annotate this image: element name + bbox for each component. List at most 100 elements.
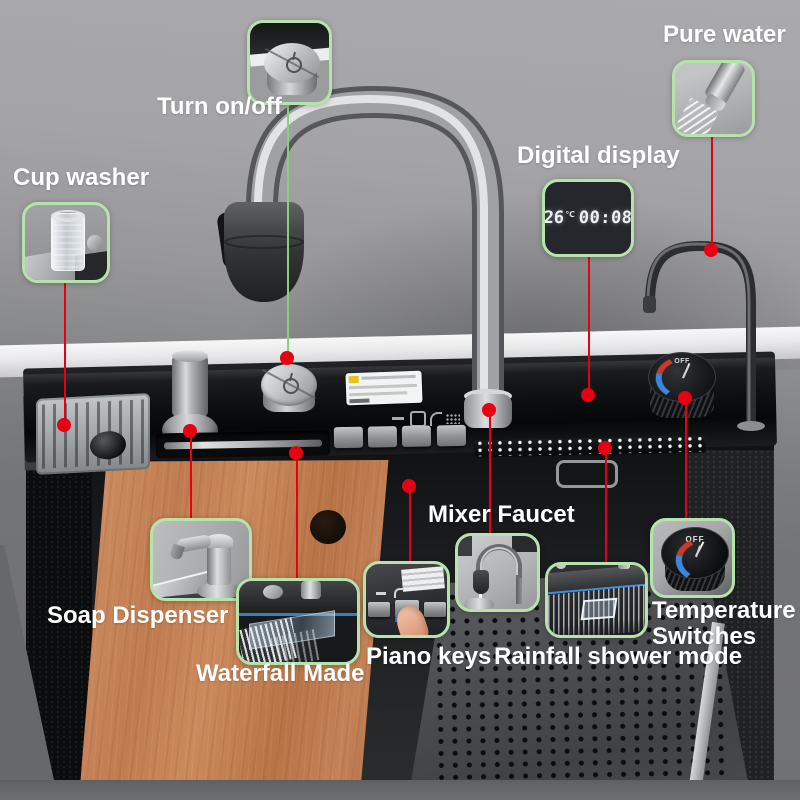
piano-key-button xyxy=(436,424,467,447)
soap-dispenser-thumbnail xyxy=(150,518,252,601)
thumb-deck xyxy=(239,581,357,613)
thumb-knob xyxy=(263,585,283,599)
waterfall-thumbnail xyxy=(236,578,360,665)
waterfall-made-label: Waterfall Made xyxy=(196,660,365,687)
turn-on-off-connector-line xyxy=(287,105,289,358)
temperature-connector-line xyxy=(685,398,687,518)
sticker-barcode xyxy=(349,398,370,404)
temperature-switches-line2: Switches xyxy=(652,622,757,650)
sticker-text-line xyxy=(349,391,408,397)
thumb-piano-key xyxy=(368,602,390,617)
piano-key-buttons xyxy=(333,424,468,453)
waterfall-connector-dot xyxy=(289,446,303,460)
highlight-frame xyxy=(580,597,618,621)
cup-frost xyxy=(54,216,82,268)
faucet-icon xyxy=(394,588,404,598)
thumb-sticker xyxy=(401,566,445,592)
mixer-faucet-thumbnail xyxy=(455,533,540,612)
thumb-on-off-knob xyxy=(264,43,320,83)
piano-key-button xyxy=(401,425,432,447)
cutting-board-hole xyxy=(310,510,346,544)
digital-display-connector-dot xyxy=(581,388,595,402)
spray-head-ring xyxy=(224,235,304,249)
turn-on-off-connector-dot xyxy=(280,351,294,365)
pure-water-nozzle xyxy=(643,296,656,313)
temperature-switches-line1: Temperature xyxy=(652,597,796,624)
cup-washer-ridges xyxy=(42,399,144,469)
soap-pump-cap xyxy=(172,350,208,362)
piano-keys-label: Piano keys xyxy=(366,643,492,670)
piano-keys-connector-line xyxy=(409,486,411,561)
mixer-faucet-connector-dot xyxy=(482,403,496,417)
temperature-switches-label: Temperature Switches xyxy=(652,598,796,650)
thumb-dark-corner xyxy=(512,536,537,552)
cup-washer-thumbnail xyxy=(22,202,110,283)
rainfall-connector-line xyxy=(605,448,607,562)
mixer-faucet-gooseneck xyxy=(217,85,512,428)
digital-display-thumbnail: 26 ℃ 00:08 xyxy=(542,179,634,257)
pure-water-label: Pure water xyxy=(663,21,786,48)
thumb-knob xyxy=(618,565,630,569)
thumb-pump-base xyxy=(197,583,241,598)
pure-water-tube-highlight xyxy=(646,242,751,424)
piano-keys-thumbnail xyxy=(363,561,450,638)
display-temperature: 26 xyxy=(543,208,565,228)
pure-water-spout xyxy=(643,240,765,431)
faucet-icon xyxy=(430,412,442,426)
thumb-glass-cup xyxy=(51,210,85,271)
pure-water-connector-dot xyxy=(704,243,718,257)
pure-water-thumbnail xyxy=(672,60,755,137)
digital-display-label: Digital display xyxy=(517,142,680,169)
pure-water-tube xyxy=(645,240,756,426)
soap-dispenser-connector-dot xyxy=(183,424,197,438)
thumb-knob xyxy=(87,235,103,251)
soap-dispenser-label: Soap Dispenser xyxy=(47,602,229,629)
thumb-piano-key xyxy=(424,602,446,617)
cup-washer-connector-line xyxy=(64,283,66,425)
turn-on-off-label: Turn on/off xyxy=(157,93,282,120)
cup-washer-connector-dot xyxy=(57,418,71,432)
rainfall-shower-mode-label: Rainfall shower mode xyxy=(494,643,743,670)
temperature-switches-thumbnail: OFF xyxy=(650,518,735,598)
thumb-spray-head xyxy=(473,570,489,594)
overflow-vent xyxy=(556,460,618,488)
wall-shading xyxy=(0,0,800,370)
mixer-faucet-label: Mixer Faucet xyxy=(428,501,575,528)
thumb-pump-cap xyxy=(205,534,233,548)
temperature-connector-dot xyxy=(678,391,692,405)
display-time: 00:08 xyxy=(578,208,633,228)
temperature-knob: OFF xyxy=(648,352,716,420)
piano-keys-connector-dot xyxy=(402,479,416,493)
faucet-tube-highlight xyxy=(254,94,488,401)
dash-icon xyxy=(376,592,386,595)
mixer-faucet-connector-line xyxy=(489,410,491,533)
product-sticker xyxy=(345,370,423,406)
thumb-pump-body xyxy=(207,543,231,585)
thumb-temperature-knob: OFF xyxy=(661,527,732,583)
turn-on-off-thumbnail xyxy=(247,20,332,105)
shower-grid-icon xyxy=(446,414,460,424)
sticker-text-line xyxy=(348,383,417,390)
thumb-faucet-arc-highlight xyxy=(480,547,518,575)
pure-water-base xyxy=(737,421,765,431)
pull-out-spray-head xyxy=(224,202,304,302)
cup-washer-label: Cup washer xyxy=(13,164,150,191)
counter-front-edge xyxy=(0,780,800,800)
dash-icon xyxy=(392,417,404,420)
thumb-knob xyxy=(301,581,321,599)
display-readout: 26 ℃ 00:08 xyxy=(543,182,633,254)
sticker-logo xyxy=(348,375,359,384)
thumb-faucet-leg xyxy=(516,564,522,604)
pure-water-connector-line xyxy=(711,137,713,250)
soap-dispenser-pump xyxy=(172,350,208,418)
thumb-color-arc xyxy=(675,537,732,583)
piano-key-button xyxy=(367,426,398,448)
digital-display-connector-line xyxy=(588,257,590,395)
piano-key-button xyxy=(333,426,364,449)
soap-dispenser-connector-line xyxy=(190,431,192,518)
display-temperature-unit: ℃ xyxy=(565,209,576,219)
cup-rim xyxy=(51,210,85,222)
waterfall-outlet-slot xyxy=(155,430,331,459)
